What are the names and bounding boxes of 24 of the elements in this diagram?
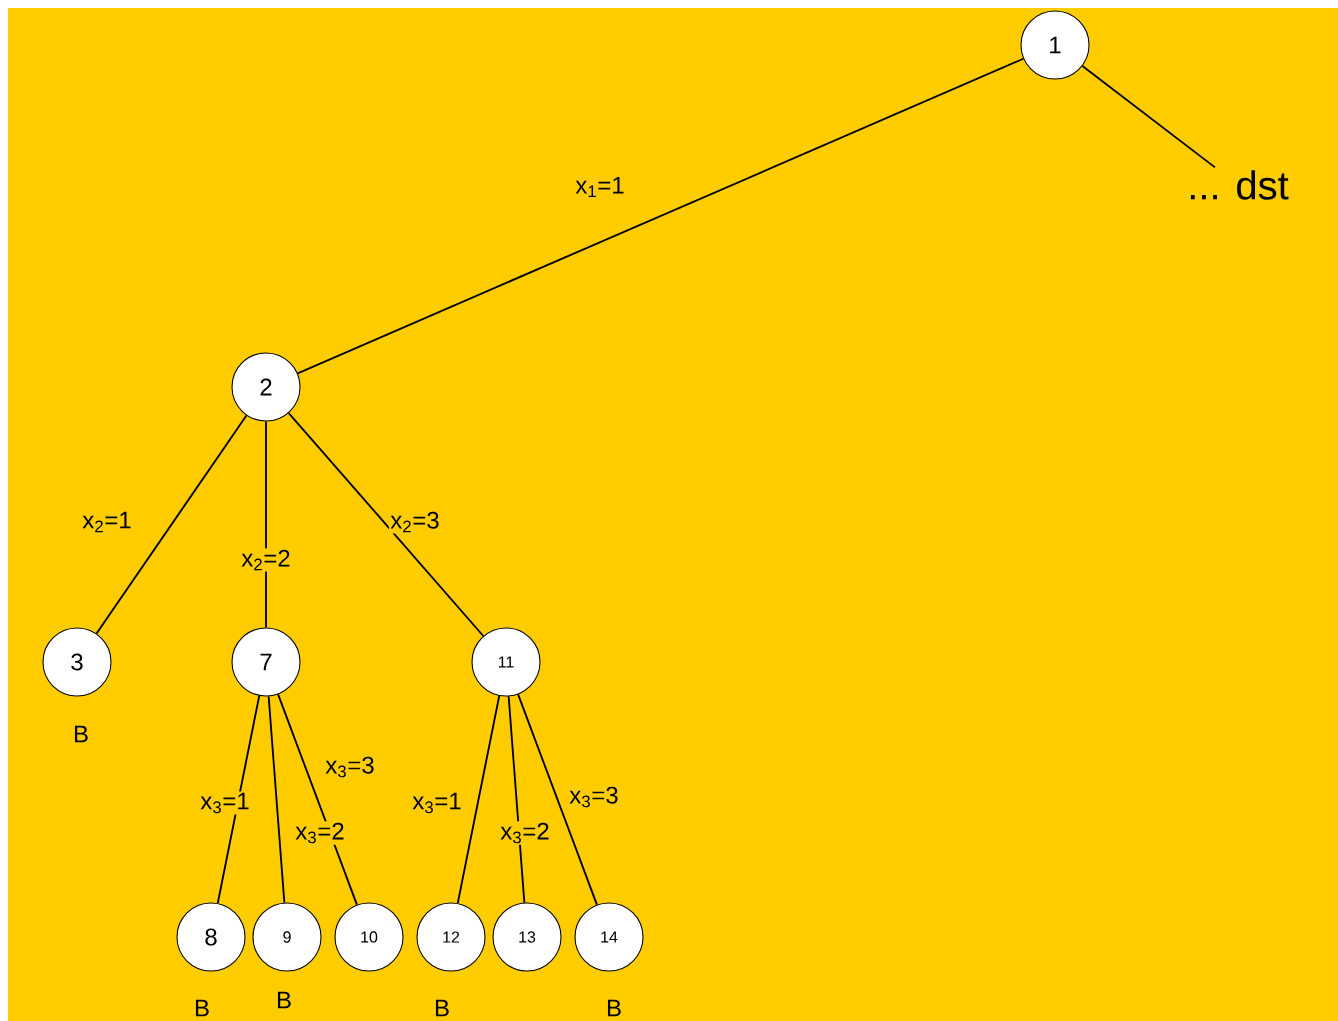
- node-text: ... dst: [1190, 170, 1289, 200]
- edge-label: x$_{3}$=3: [568, 785, 621, 809]
- edge-label: x$_{2}$=3: [389, 510, 442, 534]
- edge-label: x$_{2}$=2: [240, 548, 292, 572]
- edge-label: x$_{3}$=3: [324, 755, 377, 779]
- edge-label: x$_{3}$=1: [199, 791, 251, 815]
- connector-line: [216, 694, 261, 905]
- node-caption: B: [277, 991, 291, 1009]
- connector-line: [517, 693, 598, 906]
- connector-line: [267, 695, 286, 904]
- edge-label: x$_{3}$=2: [499, 821, 552, 845]
- node-caption: B: [74, 725, 88, 743]
- edge-label: x$_{3}$=1: [411, 791, 464, 815]
- connector-line: [1081, 65, 1216, 169]
- connector-line: [95, 414, 248, 635]
- edge-label: x$_{3}$=2: [294, 821, 346, 845]
- connector-line: [296, 57, 1025, 375]
- node-caption: B: [435, 999, 449, 1017]
- node-caption: B: [195, 999, 209, 1017]
- connector-line: [456, 694, 501, 905]
- node-caption: B: [607, 999, 621, 1017]
- connector-line: [287, 412, 485, 637]
- connector-line: [507, 695, 526, 904]
- connector-line: [265, 420, 267, 629]
